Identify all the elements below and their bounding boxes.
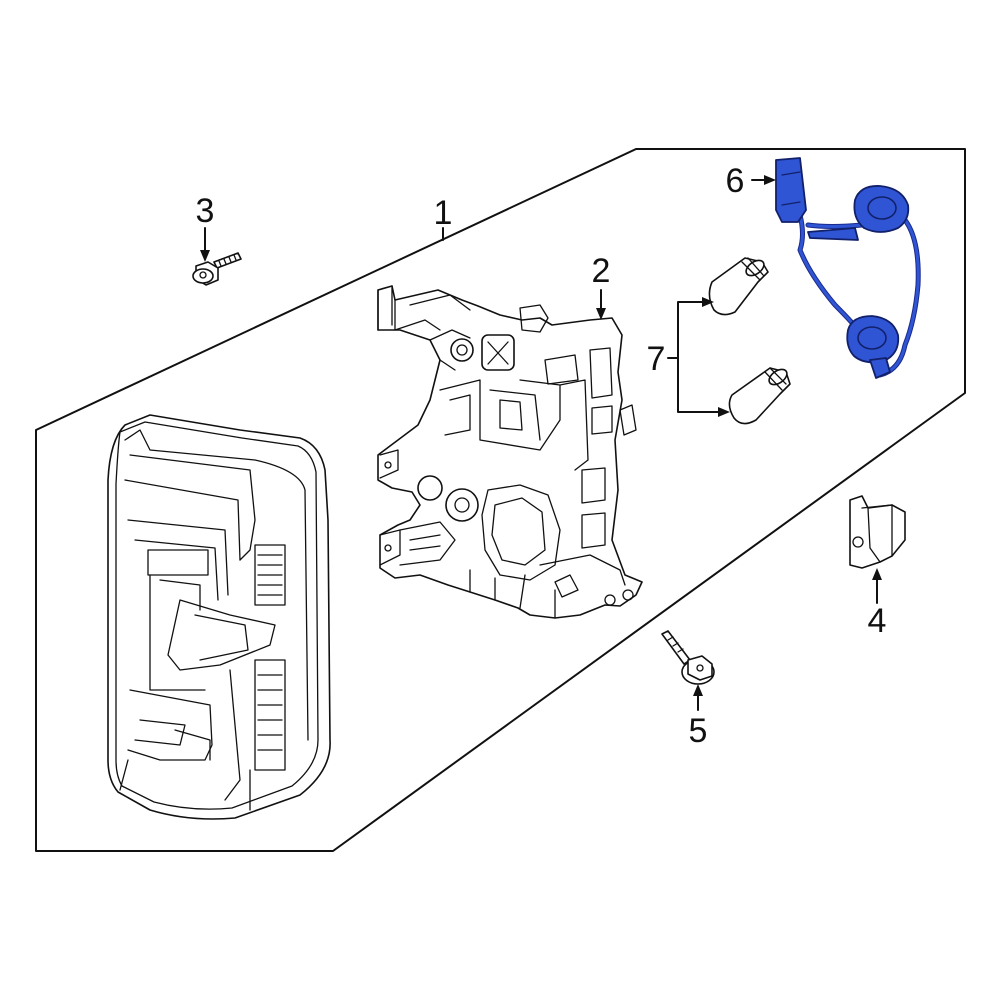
- bolt-item-3: [192, 252, 242, 286]
- callout-2: 2: [592, 252, 611, 290]
- callout-4: 4: [868, 602, 887, 640]
- callout-6: 6: [726, 162, 745, 200]
- callout-5: 5: [689, 712, 708, 750]
- callout-1: 1: [434, 194, 453, 232]
- bulb-lower: [728, 367, 791, 425]
- leader-lines: [200, 175, 882, 711]
- wiring-harness: [775, 157, 921, 379]
- socket-item-4: [849, 495, 906, 569]
- callout-3: 3: [196, 192, 215, 230]
- bulb-upper: [708, 257, 769, 316]
- tail-lamp-lens: [107, 414, 331, 820]
- bolt-item-5: [661, 630, 715, 685]
- lamp-housing-bracket: [377, 285, 643, 619]
- callout-7: 7: [647, 340, 666, 378]
